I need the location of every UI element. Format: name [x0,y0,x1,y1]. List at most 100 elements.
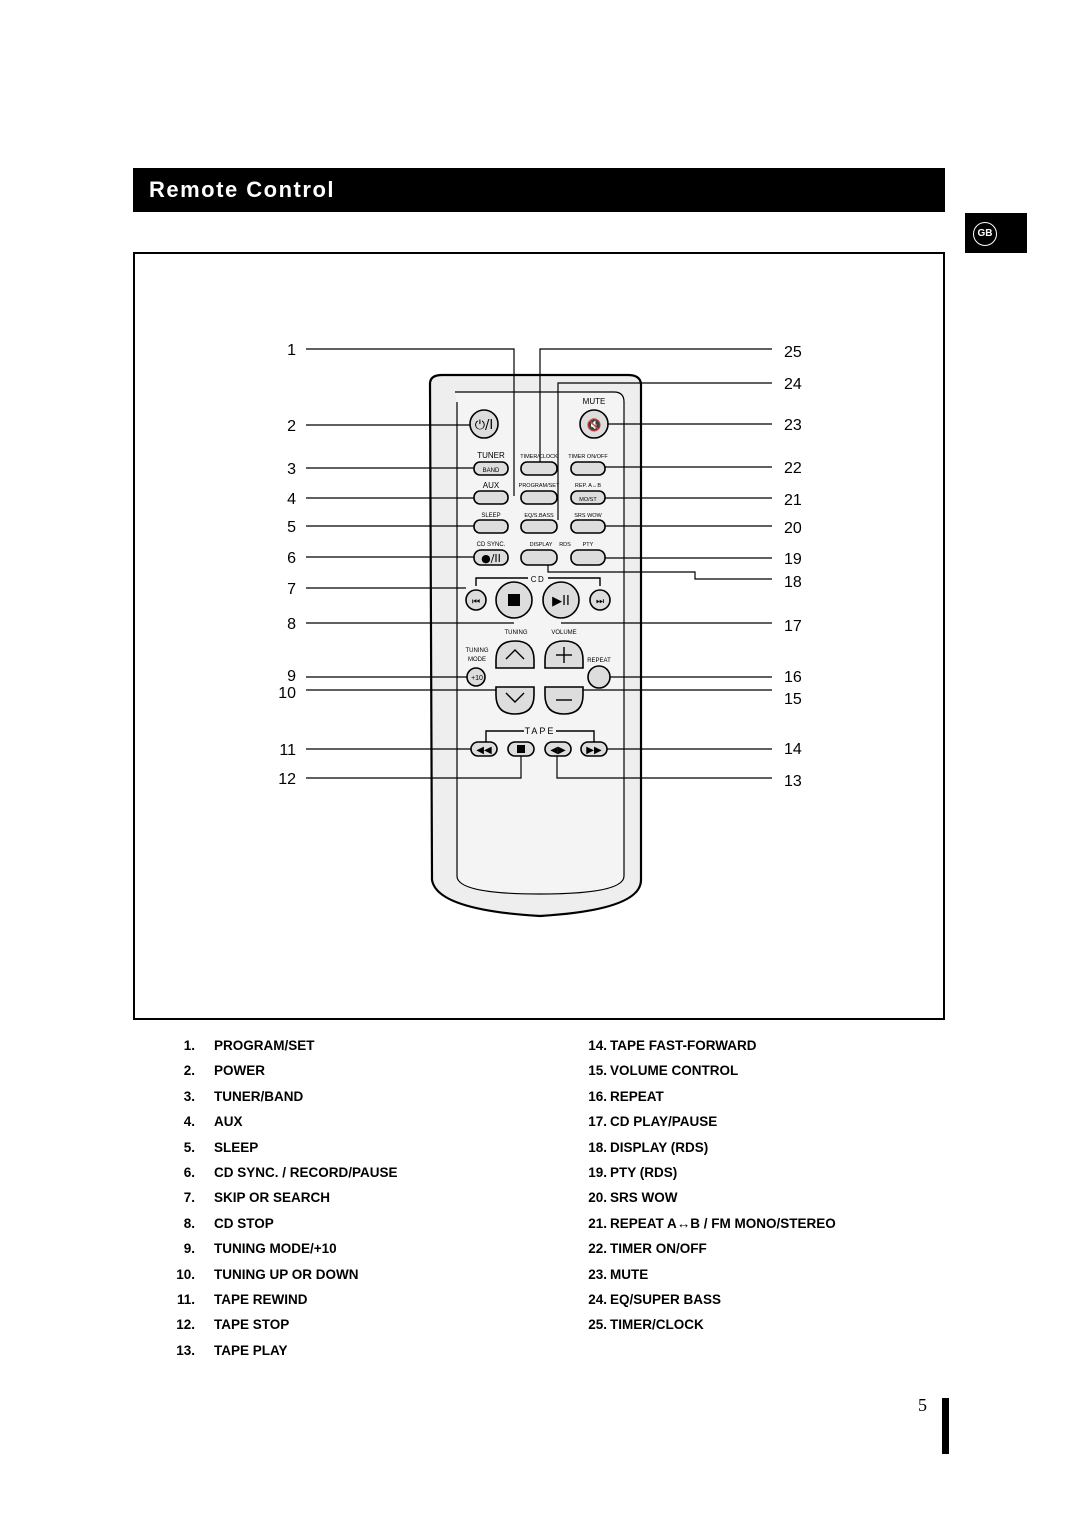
legend-num: 19. [588,1164,607,1180]
mute-icon: 🔇 [587,418,602,432]
legend-item: 16.REPEAT [565,1089,836,1114]
legend-num: 10. [176,1266,195,1282]
callout-7: 7 [287,581,296,598]
cd-stop-icon [508,594,520,606]
tape-ff-icon: ▶▶ [586,745,602,756]
callout-18: 18 [784,574,802,591]
tuning-mode-label-2: MODE [468,657,486,663]
page-number: 5 [918,1395,927,1415]
legend-num: 17. [588,1114,607,1130]
legend-label: CD STOP [214,1215,274,1231]
tape-label: TAPE [525,726,556,736]
legend-item: 24.EQ/SUPER BASS [565,1292,836,1317]
callout-1: 1 [287,342,296,359]
legend-label: VOLUME CONTROL [610,1063,739,1079]
callout-23: 23 [784,417,802,434]
legend-label: CD SYNC. / RECORD/PAUSE [214,1164,398,1180]
timer-onoff-label: TIMER ON/OFF [568,454,608,460]
legend-num: 4. [183,1114,195,1130]
callout-6: 6 [287,550,296,567]
legend-item: 20.SRS WOW [565,1190,836,1215]
mo-st-label: MO/ST [579,497,597,503]
legend-label: REPEAT [610,1088,664,1104]
callout-2: 2 [287,418,296,435]
legend-num: 9. [183,1241,195,1257]
legend-item: 23.MUTE [565,1267,836,1292]
legend-num: 11. [176,1291,195,1307]
legend-column-left: 1.PROGRAM/SET 2.POWER 3.TUNER/BAND 4.AUX… [170,1038,398,1368]
callout-20: 20 [784,520,802,537]
legend-label: POWER [214,1063,266,1079]
callout-5: 5 [287,519,296,536]
legend-num: 21. [588,1215,607,1231]
legend-label: SRS WOW [610,1190,678,1206]
legend-label: TIMER ON/OFF [610,1241,707,1257]
tuning-mode-label-1: TUNING [466,648,489,654]
page-title: Remote Control [149,177,335,202]
legend-num: 18. [588,1139,607,1155]
legend-num: 24. [588,1291,607,1307]
tape-stop-icon [517,745,525,753]
legend-item: 4.AUX [170,1114,398,1139]
mute-label: MUTE [583,397,606,406]
sleep-label: SLEEP [481,513,500,519]
legend-num: 22. [588,1241,607,1257]
legend-item: 9. TUNING MODE/+10 [170,1241,398,1266]
callout-16: 16 [784,669,802,686]
legend-item: 25.TIMER/CLOCK [565,1317,836,1342]
legend-label: TUNER/BAND [214,1088,304,1104]
remote-diagram-frame: ⏻/I 🔇 ●/II ⏮ ▶II ⏭ ◀◀ ◀▶ ▶▶ [133,252,945,1020]
legend-label: TAPE FAST-FORWARD [610,1038,757,1053]
legend-label: TAPE PLAY [214,1342,288,1358]
tuner-label: TUNER [477,451,505,460]
legend-num: 23. [588,1266,607,1282]
callout-17: 17 [784,618,802,635]
plus10-label: +10 [471,675,483,682]
legend-item: 5.SLEEP [170,1140,398,1165]
skip-forward-icon: ⏭ [596,597,604,607]
power-icon: ⏻/I [475,418,494,433]
legend-label: TAPE REWIND [214,1291,308,1307]
legend-num: 6. [183,1164,195,1180]
callout-22: 22 [784,460,802,477]
legend-label: TUNING UP OR DOWN [214,1266,359,1282]
legend-num: 5. [183,1139,195,1155]
button-glyphs: ⏻/I 🔇 ●/II ⏮ ▶II ⏭ ◀◀ ◀▶ ▶▶ [472,418,604,756]
callout-8: 8 [287,616,296,633]
legend-label: REPEAT A↔B / FM MONO/STEREO [610,1215,836,1231]
aux-label: AUX [483,481,500,490]
legend-num: 15. [588,1063,607,1079]
legend-item: 2. POWER [170,1063,398,1088]
tape-rewind-icon: ◀◀ [476,745,492,756]
legend-label: TUNING MODE/+10 [214,1241,337,1257]
legend-item: 22.TIMER ON/OFF [565,1241,836,1266]
legend-num: 25. [588,1317,607,1333]
callout-4: 4 [287,491,296,508]
eq-bass-label: EQ/S.BASS [524,513,554,519]
callout-15: 15 [784,691,802,708]
legend-item: 8. CD STOP [170,1216,398,1241]
legend-num: 8. [183,1215,195,1231]
tuning-label: TUNING [505,630,528,636]
tape-play-icon: ◀▶ [550,745,566,756]
legend-num: 2. [183,1063,195,1079]
legend-num: 3. [183,1088,195,1104]
tuning-up-icon [505,649,525,660]
legend-label: TAPE STOP [214,1317,290,1333]
language-badge: GB [973,222,997,246]
band-label: BAND [483,468,500,474]
legend-num: 1. [183,1038,195,1053]
legend-num: 12. [176,1317,195,1333]
tuning-down-icon [505,692,525,703]
legend-num: 16. [588,1088,607,1104]
legend-item: 7.SKIP OR SEARCH [170,1190,398,1215]
legend-label: EQ/SUPER BASS [610,1291,722,1307]
callout-21: 21 [784,492,802,509]
legend-item: 13.TAPE PLAY [170,1343,398,1368]
callout-3: 3 [287,461,296,478]
srs-wow-label: SRS WOW [574,513,602,519]
program-set-label: PROGRAM/SET [519,483,560,489]
display-label: DISPLAY [530,542,553,548]
repeat-label: REPEAT [587,658,611,664]
legend-label: SKIP OR SEARCH [214,1190,331,1206]
